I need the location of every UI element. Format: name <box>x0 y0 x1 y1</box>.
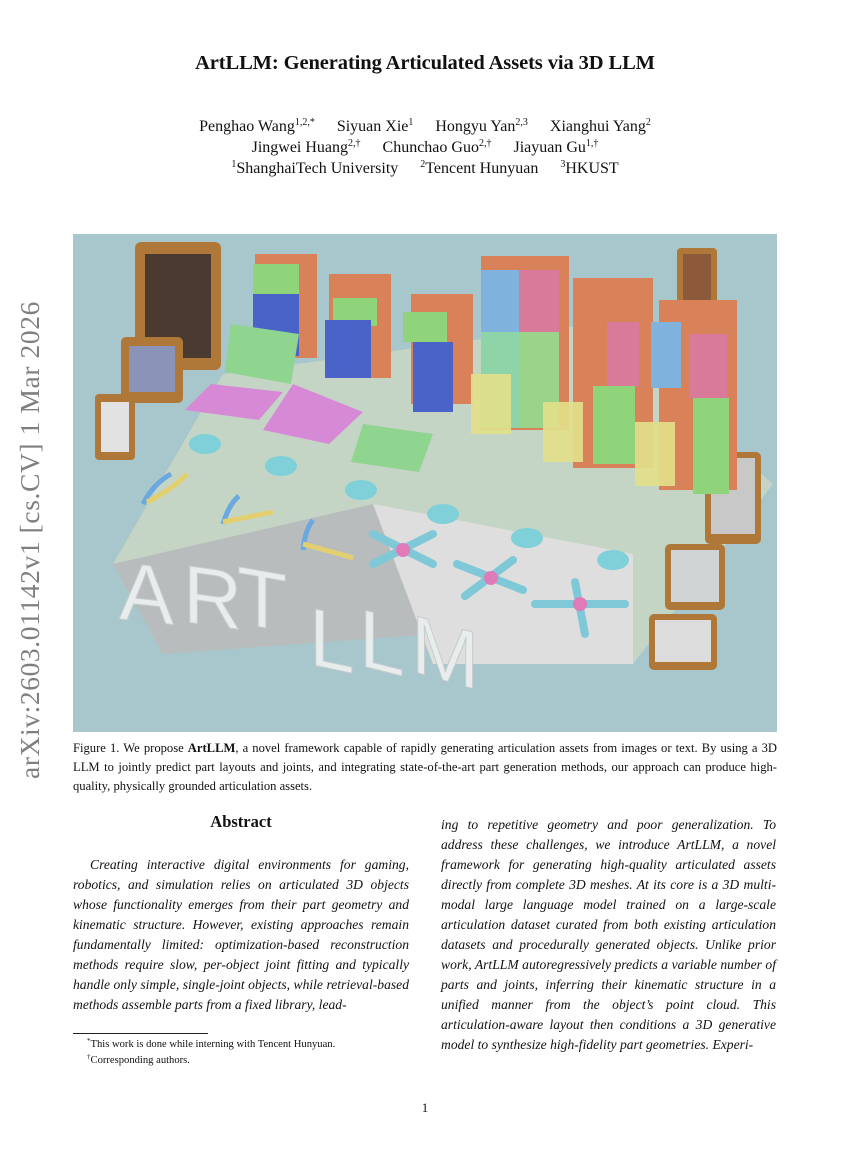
author-row-2: Jingwei Huang2,† Chunchao Guo2,† Jiayuan… <box>0 137 850 158</box>
figure-caption: Figure 1. We propose ArtLLM, a novel fra… <box>73 741 777 793</box>
footnote: *This work is done while interning with … <box>87 1037 336 1051</box>
arxiv-identifier-text: arXiv:2603.01142v1 [cs.CV] 1 Mar 2026 <box>14 301 45 779</box>
author: Chunchao Guo2,† <box>382 138 492 157</box>
footnote: †Corresponding authors. <box>87 1052 190 1066</box>
teaser-figure: A R T L L M <box>73 234 777 732</box>
author: Siyuan Xie1 <box>336 117 414 136</box>
author: Jingwei Huang2,† <box>251 138 361 157</box>
abstract-heading: Abstract <box>210 812 272 831</box>
svg-text:A: A <box>119 546 174 643</box>
affiliations-row: 1ShanghaiTech University 2Tencent Hunyua… <box>0 158 850 179</box>
paper-title: ArtLLM: Generating Articulated Assets vi… <box>195 52 655 74</box>
abstract-left-column: Creating interactive digital environment… <box>73 857 409 1012</box>
footnotes: *This work is done while interning with … <box>73 1037 335 1068</box>
teaser-figure-render: A R T L L M <box>73 234 777 732</box>
author: Xianghui Yang2 <box>549 117 651 136</box>
footnote-rule <box>73 1033 208 1034</box>
svg-text:T: T <box>237 548 287 649</box>
affiliation: 1ShanghaiTech University <box>231 159 399 178</box>
affiliation: 3HKUST <box>560 159 619 178</box>
author-block: Penghao Wang1,2,* Siyuan Xie1 Hongyu Yan… <box>0 116 850 179</box>
svg-text:L: L <box>359 591 405 694</box>
author: Hongyu Yan2,3 <box>435 117 528 136</box>
caption-bold-name: ArtLLM <box>187 741 236 755</box>
abstract-right-column: ing to repetitive geometry and poor gene… <box>441 817 776 1052</box>
author-row-1: Penghao Wang1,2,* Siyuan Xie1 Hongyu Yan… <box>0 116 850 137</box>
author: Penghao Wang1,2,* <box>199 117 315 136</box>
svg-text:R: R <box>183 548 242 648</box>
affiliation: 2Tencent Hunyuan <box>420 159 539 178</box>
author: Jiayuan Gu1,† <box>513 138 599 157</box>
svg-text:L: L <box>309 590 355 692</box>
arxiv-identifier-stamp: arXiv:2603.01142v1 [cs.CV] 1 Mar 2026 <box>8 250 52 830</box>
page-number: 1 <box>421 1100 429 1115</box>
svg-text:M: M <box>411 596 479 708</box>
